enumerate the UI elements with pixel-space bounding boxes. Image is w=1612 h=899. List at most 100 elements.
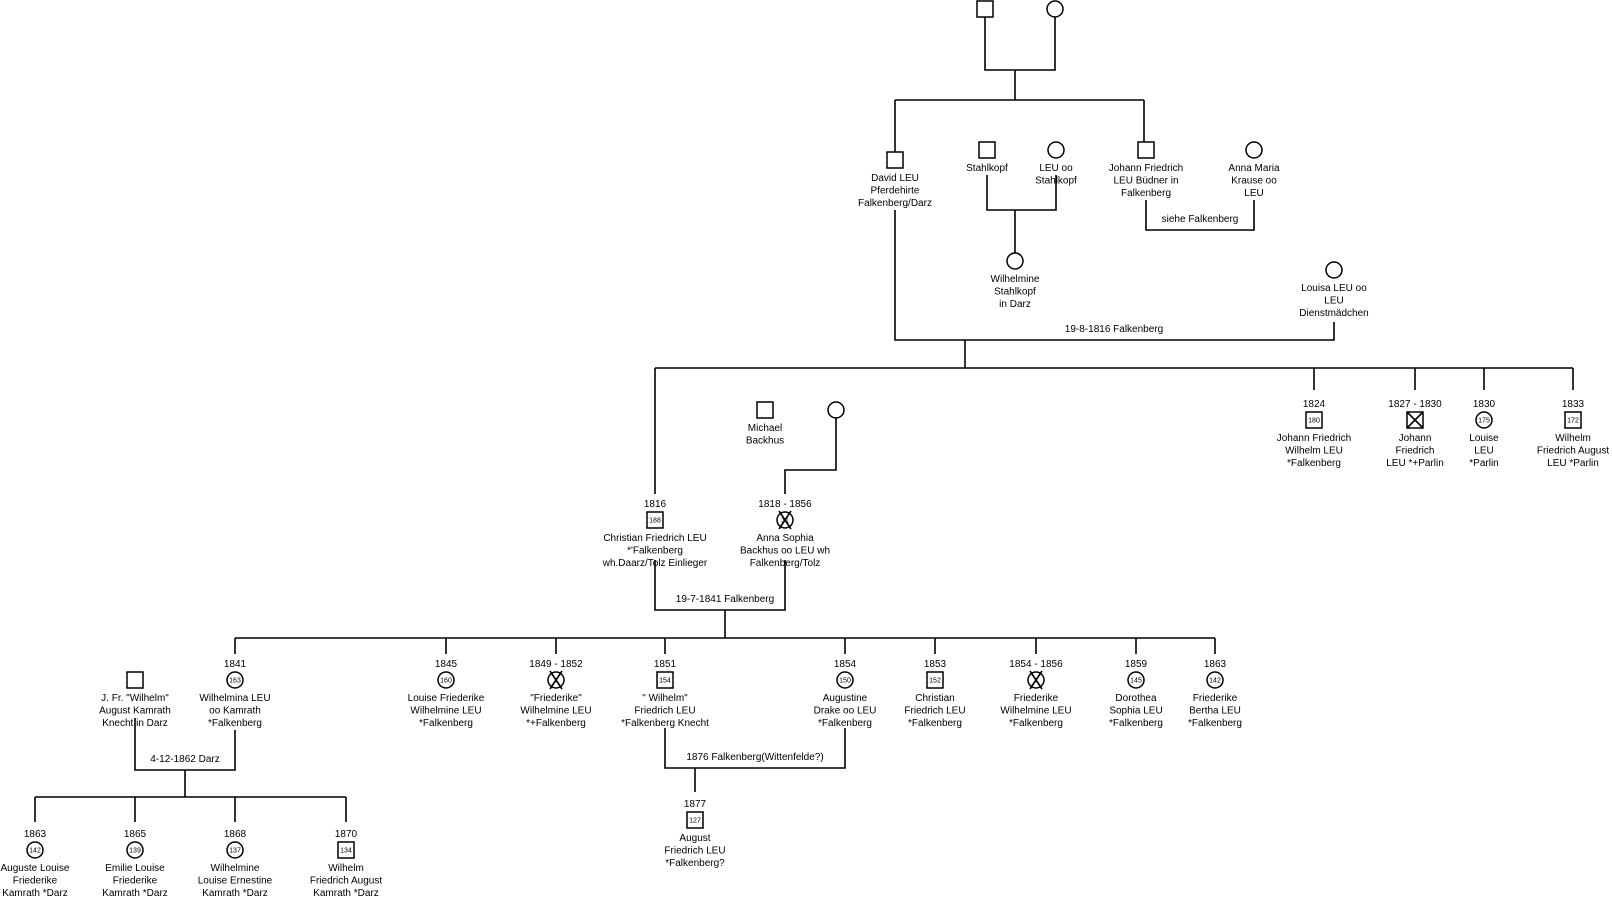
person-label-line: *'Falkenberg [627, 546, 683, 557]
person-label-line: Friederike [1193, 693, 1238, 704]
person-label-line: *Falkenberg [419, 718, 473, 729]
person-label-line: Wilhelmine LEU [520, 706, 591, 717]
person-label-line: in Darz [999, 299, 1031, 310]
person-label-line: Augustine [823, 693, 868, 704]
person-label-line: Michael [748, 423, 782, 434]
person-years: 1830 [1473, 399, 1496, 410]
person-number: 134 [340, 848, 352, 855]
person-number: 139 [129, 848, 141, 855]
female-circle-icon [1006, 252, 1024, 270]
person-label-line: Friedrich [1396, 446, 1435, 457]
person-years: 1854 [834, 659, 857, 670]
person-label-line: August Kamrath [99, 706, 171, 717]
person-years: 1845 [435, 659, 458, 670]
person-label-line: Bertha LEU [1189, 706, 1241, 717]
person-label-line: Louisa LEU oo [1301, 283, 1367, 294]
person-number: 31 [781, 518, 789, 525]
person-label-line: *Falkenberg [818, 718, 872, 729]
connector-line [984, 17, 1056, 71]
person-label-line: "Friederike" [530, 693, 582, 704]
person-label-line: Friedrich LEU [664, 846, 725, 857]
marriage-label-m_david: 19-8-1816 Falkenberg [1065, 324, 1163, 335]
person-years: 1833 [1562, 399, 1585, 410]
person-number: 137 [229, 848, 241, 855]
person-label-line: LEU *Parlin [1547, 458, 1599, 469]
person-label-line: Friedrich August [1537, 446, 1609, 457]
person-label-line: LEU [1324, 296, 1343, 307]
male-square-icon [978, 141, 996, 159]
person-number: 163 [229, 678, 241, 685]
marriage-label-m_kamrath: 4-12-1862 Darz [150, 754, 219, 765]
person-label-line: Wilhelmine LEU [410, 706, 481, 717]
person-label-line: Stahlkopf [966, 163, 1008, 174]
person-number: 188 [649, 518, 661, 525]
male-square-icon [646, 511, 664, 529]
person-label-line: *Falkenberg Knecht [621, 718, 709, 729]
male-square-icon [926, 671, 944, 689]
person-label-line: *Parlin [1469, 458, 1498, 469]
person-backhus_w [827, 401, 845, 419]
person-label-line: Kamrath *Darz [313, 888, 379, 899]
person-label-line: " Wilhelm" [642, 693, 688, 704]
person-number: 154 [659, 678, 671, 685]
connector-line [986, 175, 1057, 211]
person-label-line: Falkenberg [1121, 188, 1171, 199]
person-label-line: Friedrich LEU [634, 706, 695, 717]
female-circle-icon [26, 841, 44, 859]
male-square-icon [337, 841, 355, 859]
female-circle-icon [836, 671, 854, 689]
male-square-icon [656, 671, 674, 689]
person-label-line: Friederike [1014, 693, 1059, 704]
person-label-line: LEU [1244, 188, 1263, 199]
marriage-label-m_jf: siehe Falkenberg [1162, 214, 1239, 225]
person-years: 1827 - 1830 [1388, 399, 1442, 410]
person-years: 1863 [24, 829, 47, 840]
person-label-line: Friederike [113, 876, 158, 887]
deceased-mark [778, 510, 792, 530]
person-gm [1046, 0, 1064, 18]
person-label-line: LEU [1474, 446, 1493, 457]
person-label-line: Falkenberg/Tolz [750, 558, 821, 569]
person-label-line: Dienstmädchen [1299, 308, 1368, 319]
person-years: 1870 [335, 829, 358, 840]
male-square-icon [886, 151, 904, 169]
person-years: 1818 - 1856 [758, 499, 812, 510]
person-label-line: Stahlkopf [994, 287, 1036, 298]
person-label-line: LEU Büdner in [1113, 176, 1178, 187]
person-label-line: Kamrath *Darz [102, 888, 168, 899]
deceased-mark [1029, 670, 1043, 690]
marriage-label-m_christian: 19-7-1841 Falkenberg [676, 594, 774, 605]
person-label-line: Stahlkopf [1035, 176, 1077, 187]
person-label-line: August [679, 833, 710, 844]
person-label-line: Anna Maria [1228, 163, 1280, 174]
male-square-icon [756, 401, 774, 419]
person-number: 150 [839, 678, 851, 685]
person-label-line: Johann Friedrich [1277, 433, 1351, 444]
male-square-icon [686, 811, 704, 829]
person-label-line: *Falkenberg [208, 718, 262, 729]
connector-line [664, 728, 846, 769]
female-circle-icon [1206, 671, 1224, 689]
deceased-mark [549, 670, 563, 690]
female-circle-icon [1046, 0, 1064, 18]
person-years: 1816 [644, 499, 667, 510]
person-years: 1868 [224, 829, 247, 840]
